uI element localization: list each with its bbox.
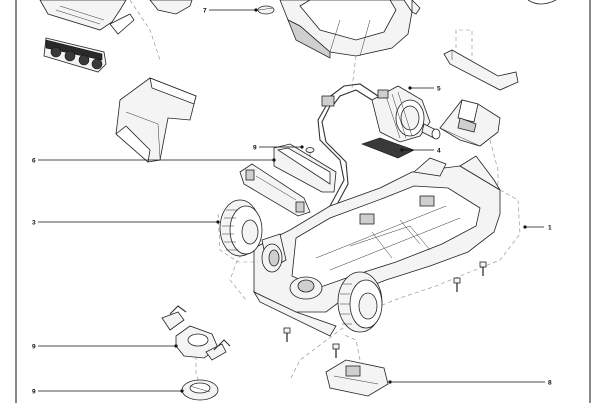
switch-assembly-part — [161, 305, 231, 361]
guide-top-center — [351, 55, 357, 89]
label-5: 5 — [437, 86, 441, 93]
disc-cap-part — [181, 379, 219, 401]
corner-arc — [527, 0, 557, 5]
label-9-mid: 9 — [32, 344, 36, 351]
switch-plate-part — [273, 143, 337, 193]
front-hub-part — [261, 243, 283, 273]
callout-9-mid: 9 — [32, 344, 178, 351]
callout-4: 4 — [400, 148, 441, 155]
callout-9-bottom: 9 — [32, 389, 184, 396]
callout-6: 6 — [32, 158, 276, 165]
grille-part — [43, 37, 107, 73]
guide-board — [341, 333, 361, 361]
guide-chassis-outline — [289, 189, 521, 381]
guide-switch — [195, 356, 201, 385]
label-9-bottom: 9 — [32, 389, 36, 396]
guide-top-left — [129, 0, 161, 61]
upper-body-shell — [279, 0, 421, 59]
label-7: 7 — [203, 8, 207, 15]
callout-5: 5 — [408, 86, 441, 93]
dash-cover-part — [115, 77, 197, 163]
label-8: 8 — [548, 380, 552, 387]
motor-part — [371, 85, 441, 143]
cap-piece-7 — [257, 5, 275, 15]
guide-rear-mount — [489, 139, 499, 190]
callout-1: 1 — [523, 225, 552, 232]
chassis-part — [252, 155, 501, 337]
callout-7: 7 — [203, 8, 258, 15]
rear-mount-part — [439, 99, 501, 147]
screw-top — [305, 147, 315, 158]
bolts — [283, 261, 487, 358]
callout-8: 8 — [388, 380, 552, 387]
top-left-body-fragment — [39, 0, 193, 35]
label-6: 6 — [32, 158, 36, 165]
front-tire-part — [219, 199, 263, 257]
label-9-top: 9 — [253, 145, 257, 152]
label-3: 3 — [32, 220, 36, 227]
label-4: 4 — [437, 148, 441, 155]
callout-3: 3 — [32, 220, 220, 227]
circuit-board-part — [325, 359, 389, 397]
rear-bracket-part — [443, 49, 519, 91]
callout-9-top: 9 — [253, 145, 304, 152]
label-1: 1 — [548, 225, 552, 232]
foam-pad-part — [361, 137, 415, 159]
rear-wheel-part — [337, 271, 383, 333]
pedal-bracket-part — [239, 163, 311, 217]
guide-right-bracket — [455, 29, 473, 60]
